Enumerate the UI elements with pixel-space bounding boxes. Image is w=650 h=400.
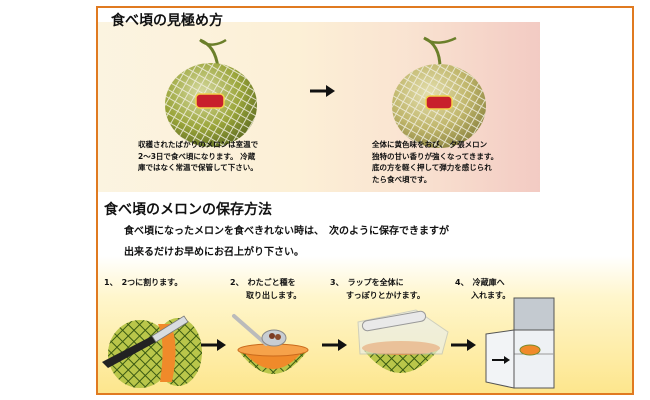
section-title-storage: 食べ頃のメロンの保存方法 — [104, 202, 272, 218]
storage-intro-line1: 食べ頃になったメロンを食べきれない時は、 次のように保存できますが — [124, 226, 449, 237]
step-1-label: 1、 2つに割ります。 — [104, 278, 183, 287]
step-2-label: 2、 わたごと種を 取り出します。 — [230, 278, 302, 300]
arrow-right-icon — [310, 85, 335, 97]
arrow-right-icon — [322, 339, 347, 351]
caption-ripe-melon: 全体に黄色味をおび、 夕張メロン 独特の甘い香りが強くなってきます。 底の方を軽… — [372, 140, 499, 184]
fresh-melon-illustration — [165, 38, 257, 147]
remove-seeds-illustration — [232, 314, 309, 374]
section-title-ripeness: 食べ頃の見極め方 — [111, 13, 223, 29]
step-4-label: 4、 冷蔵庫へ 入れます。 — [455, 278, 511, 300]
cut-melon-illustration — [102, 315, 202, 388]
storage-intro-line2: 出来るだけお早めにお召上がり下さい。 — [124, 247, 304, 258]
caption-fresh-melon: 収穫されたばかりのメロンは室温で 2～3日で食べ頃になります。 冷蔵 庫ではなく… — [138, 140, 259, 173]
wrap-melon-illustration — [357, 309, 449, 373]
arrow-right-icon — [451, 339, 476, 351]
arrow-right-icon — [201, 339, 226, 351]
refrigerator-illustration — [485, 297, 555, 389]
ripe-melon-illustration — [392, 36, 486, 148]
step-3-label: 3、 ラップを全体に すっぽりとかけます。 — [330, 278, 425, 300]
